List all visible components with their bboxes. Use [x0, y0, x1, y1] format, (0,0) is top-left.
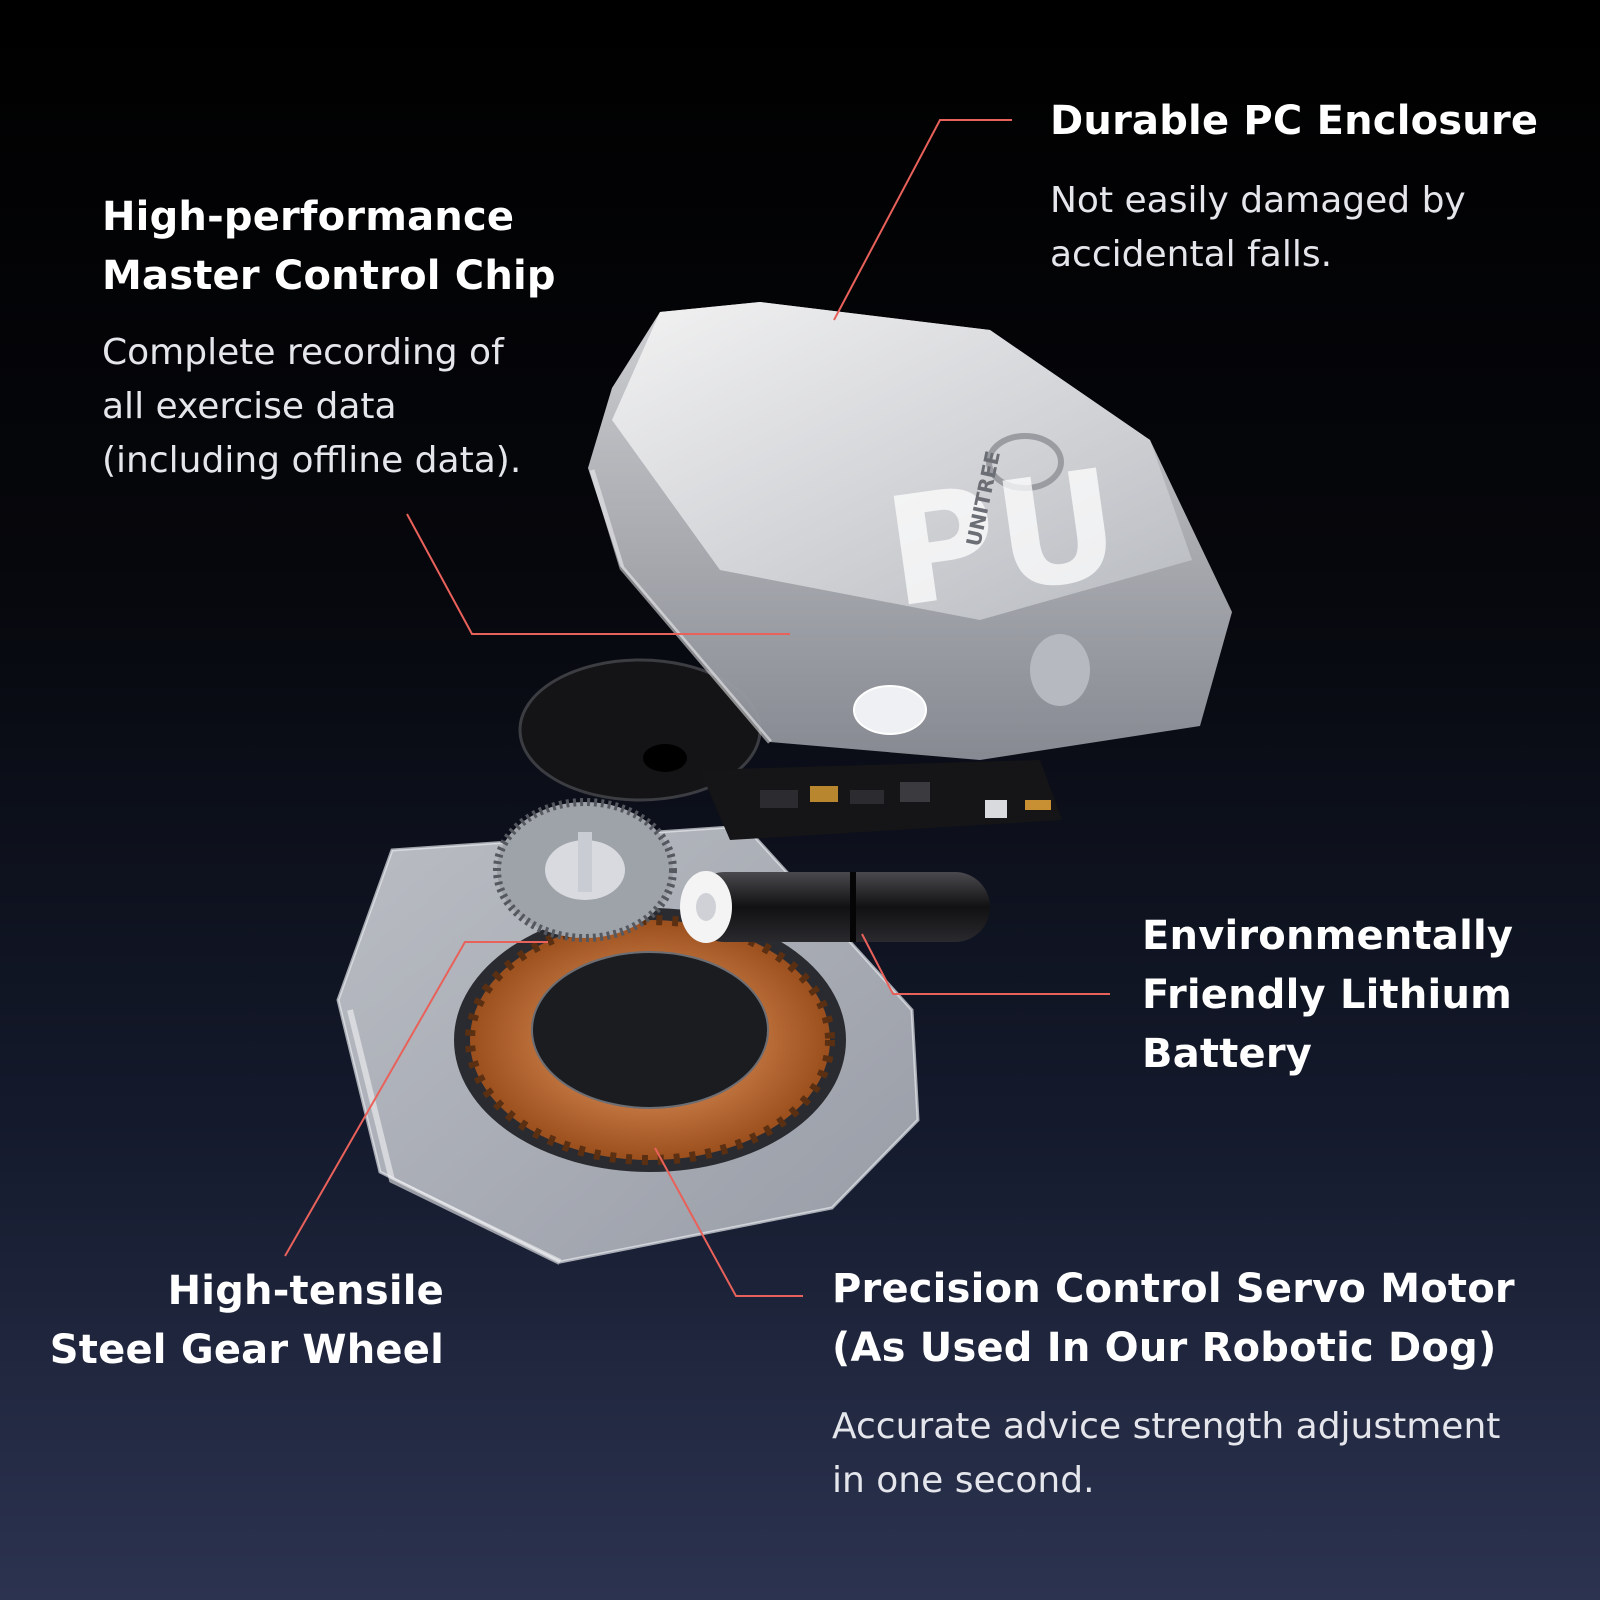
- leader-line-enclosure: [833, 119, 1012, 321]
- leader-line-chip: [406, 513, 790, 635]
- chip-title-line-1: High-performance: [102, 194, 515, 240]
- leader-line-motor: [654, 1147, 803, 1297]
- motor-description: Accurate advice strength adjustment in o…: [832, 1400, 1500, 1508]
- enclosure-desc-line-1: Not easily damaged by: [1050, 180, 1466, 221]
- chip-desc-line-1: Complete recording of: [102, 332, 504, 373]
- motor-title-line-2: (As Used In Our Robotic Dog): [832, 1325, 1497, 1371]
- motor-title: Precision Control Servo Motor (As Used I…: [832, 1260, 1515, 1378]
- gear-title: High-tensile Steel Gear Wheel: [50, 1262, 444, 1380]
- pc-enclosure-shell: [588, 302, 1232, 760]
- chip-title-line-2: Master Control Chip: [102, 253, 556, 299]
- motor-desc-line-2: in one second.: [832, 1460, 1095, 1501]
- shell-logo-letters: PU: [876, 437, 1130, 642]
- motor-desc-line-1: Accurate advice strength adjustment: [832, 1406, 1501, 1447]
- steel-gear-wheel: [493, 798, 677, 942]
- battery-title-line-2: Friendly Lithium: [1142, 972, 1513, 1018]
- leader-lines: [284, 119, 1110, 1297]
- gear-title-line-1: High-tensile: [167, 1268, 444, 1314]
- battery-title-line-1: Environmentally: [1142, 913, 1514, 959]
- chip-title: High-performance Master Control Chip: [102, 188, 556, 306]
- chip-desc-line-2: all exercise data: [102, 386, 397, 427]
- chip-description: Complete recording of all exercise data …: [102, 326, 521, 488]
- motor-title-line-1: Precision Control Servo Motor: [832, 1266, 1515, 1312]
- circuit-board: [700, 760, 1062, 840]
- battery-title-line-3: Battery: [1142, 1031, 1313, 1077]
- lithium-battery: [680, 871, 990, 943]
- chip-desc-line-3: (including offline data).: [102, 440, 522, 481]
- gear-title-line-2: Steel Gear Wheel: [49, 1327, 444, 1373]
- enclosure-description: Not easily damaged by accidental falls.: [1050, 174, 1466, 282]
- leader-line-battery: [861, 933, 1110, 995]
- leader-line-gear: [284, 941, 548, 1257]
- servo-motor: [454, 908, 846, 1172]
- enclosure-title: Durable PC Enclosure: [1050, 98, 1539, 144]
- enclosure-desc-line-2: accidental falls.: [1050, 234, 1333, 275]
- battery-title: Environmentally Friendly Lithium Battery: [1142, 907, 1513, 1084]
